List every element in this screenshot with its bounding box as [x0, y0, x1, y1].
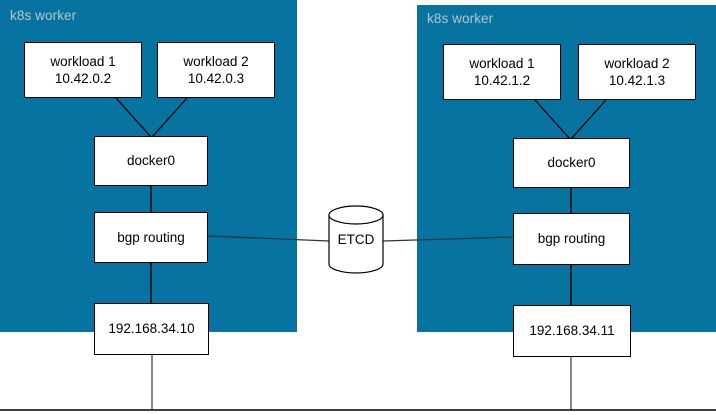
- edge-right-workload2-docker0: [570, 99, 607, 140]
- node-left-workload-2-ip: 10.42.0.3: [187, 71, 245, 86]
- node-right-host-ip-label: 192.168.34.11: [529, 323, 615, 339]
- node-right-bgp-routing-label: bgp routing: [537, 231, 606, 247]
- node-right-workload-1-name: workload 1: [469, 55, 535, 71]
- node-right-host-ip[interactable]: 192.168.34.11: [513, 305, 631, 357]
- node-left-workload-1[interactable]: workload 1 10.42.0.2: [24, 42, 142, 98]
- node-left-host-ip[interactable]: 192.168.34.10: [94, 303, 209, 355]
- node-right-docker0[interactable]: docker0: [513, 138, 630, 188]
- edge-left-workload1-docker0: [115, 97, 152, 138]
- edge-right-workload1-docker0: [534, 99, 571, 140]
- edge-left-bgp-etcd: [207, 235, 330, 242]
- etcd-cylinder-icon: [328, 205, 384, 274]
- edge-etcd-right-bgp: [382, 236, 514, 242]
- node-left-bgp-routing[interactable]: bgp routing: [94, 212, 208, 263]
- node-left-workload-2[interactable]: workload 2 10.42.0.3: [157, 42, 275, 98]
- node-left-workload-2-name: workload 2: [183, 53, 249, 69]
- node-left-host-ip-label: 192.168.34.10: [108, 321, 195, 337]
- node-left-bgp-routing-label: bgp routing: [117, 229, 185, 245]
- node-right-docker0-label: docker0: [547, 155, 596, 171]
- node-left-workload-1-ip: 10.42.0.2: [54, 71, 112, 86]
- node-right-workload-2[interactable]: workload 2 10.42.1.3: [578, 44, 696, 100]
- edge-left-workload2-docker0: [151, 97, 188, 138]
- node-left-docker0-label: docker0: [126, 153, 176, 169]
- node-right-bgp-routing[interactable]: bgp routing: [513, 213, 630, 265]
- node-right-workload-2-name: workload 2: [604, 55, 670, 71]
- node-right-workload-2-ip: 10.42.1.3: [608, 73, 666, 88]
- node-left-workload-1-name: workload 1: [50, 53, 116, 69]
- node-left-docker0[interactable]: docker0: [94, 136, 208, 186]
- node-right-workload-1[interactable]: workload 1 10.42.1.2: [443, 44, 561, 100]
- node-right-workload-1-ip: 10.42.1.2: [473, 73, 531, 88]
